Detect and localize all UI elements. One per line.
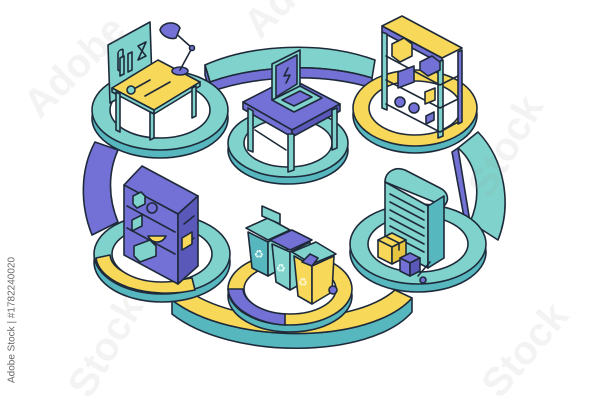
workbench-station [107,21,201,141]
compost-icon: ♻ [276,262,286,275]
cardboard-box-icon [377,232,407,265]
storage-unit-station [377,167,449,284]
recycle-icon: ♻ [254,248,264,261]
desk-lamp-icon [159,22,196,76]
laptop-desk-station [242,49,341,173]
recycling-station: ♻ ♻ ♻ [245,205,338,305]
purple-box-icon [399,252,421,277]
svg-text:Stock: Stock [473,293,577,401]
cabinet-station [123,165,199,285]
arc-left [82,141,119,236]
svg-text:Adobe: Adobe [235,0,354,46]
svg-text:Stock: Stock [60,288,153,401]
recycling-bin-yellow: ♻ [291,241,338,305]
shelving-station [381,15,463,139]
arc-right [451,131,506,241]
leaf-icon: ♻ [298,276,308,289]
watermark-text: Adobe Stock | #1782240020 [6,256,18,384]
ring-laptop [227,108,349,185]
watermark-side-label: Adobe Stock | #1782240020 [2,250,22,390]
laptop-icon [271,49,323,113]
